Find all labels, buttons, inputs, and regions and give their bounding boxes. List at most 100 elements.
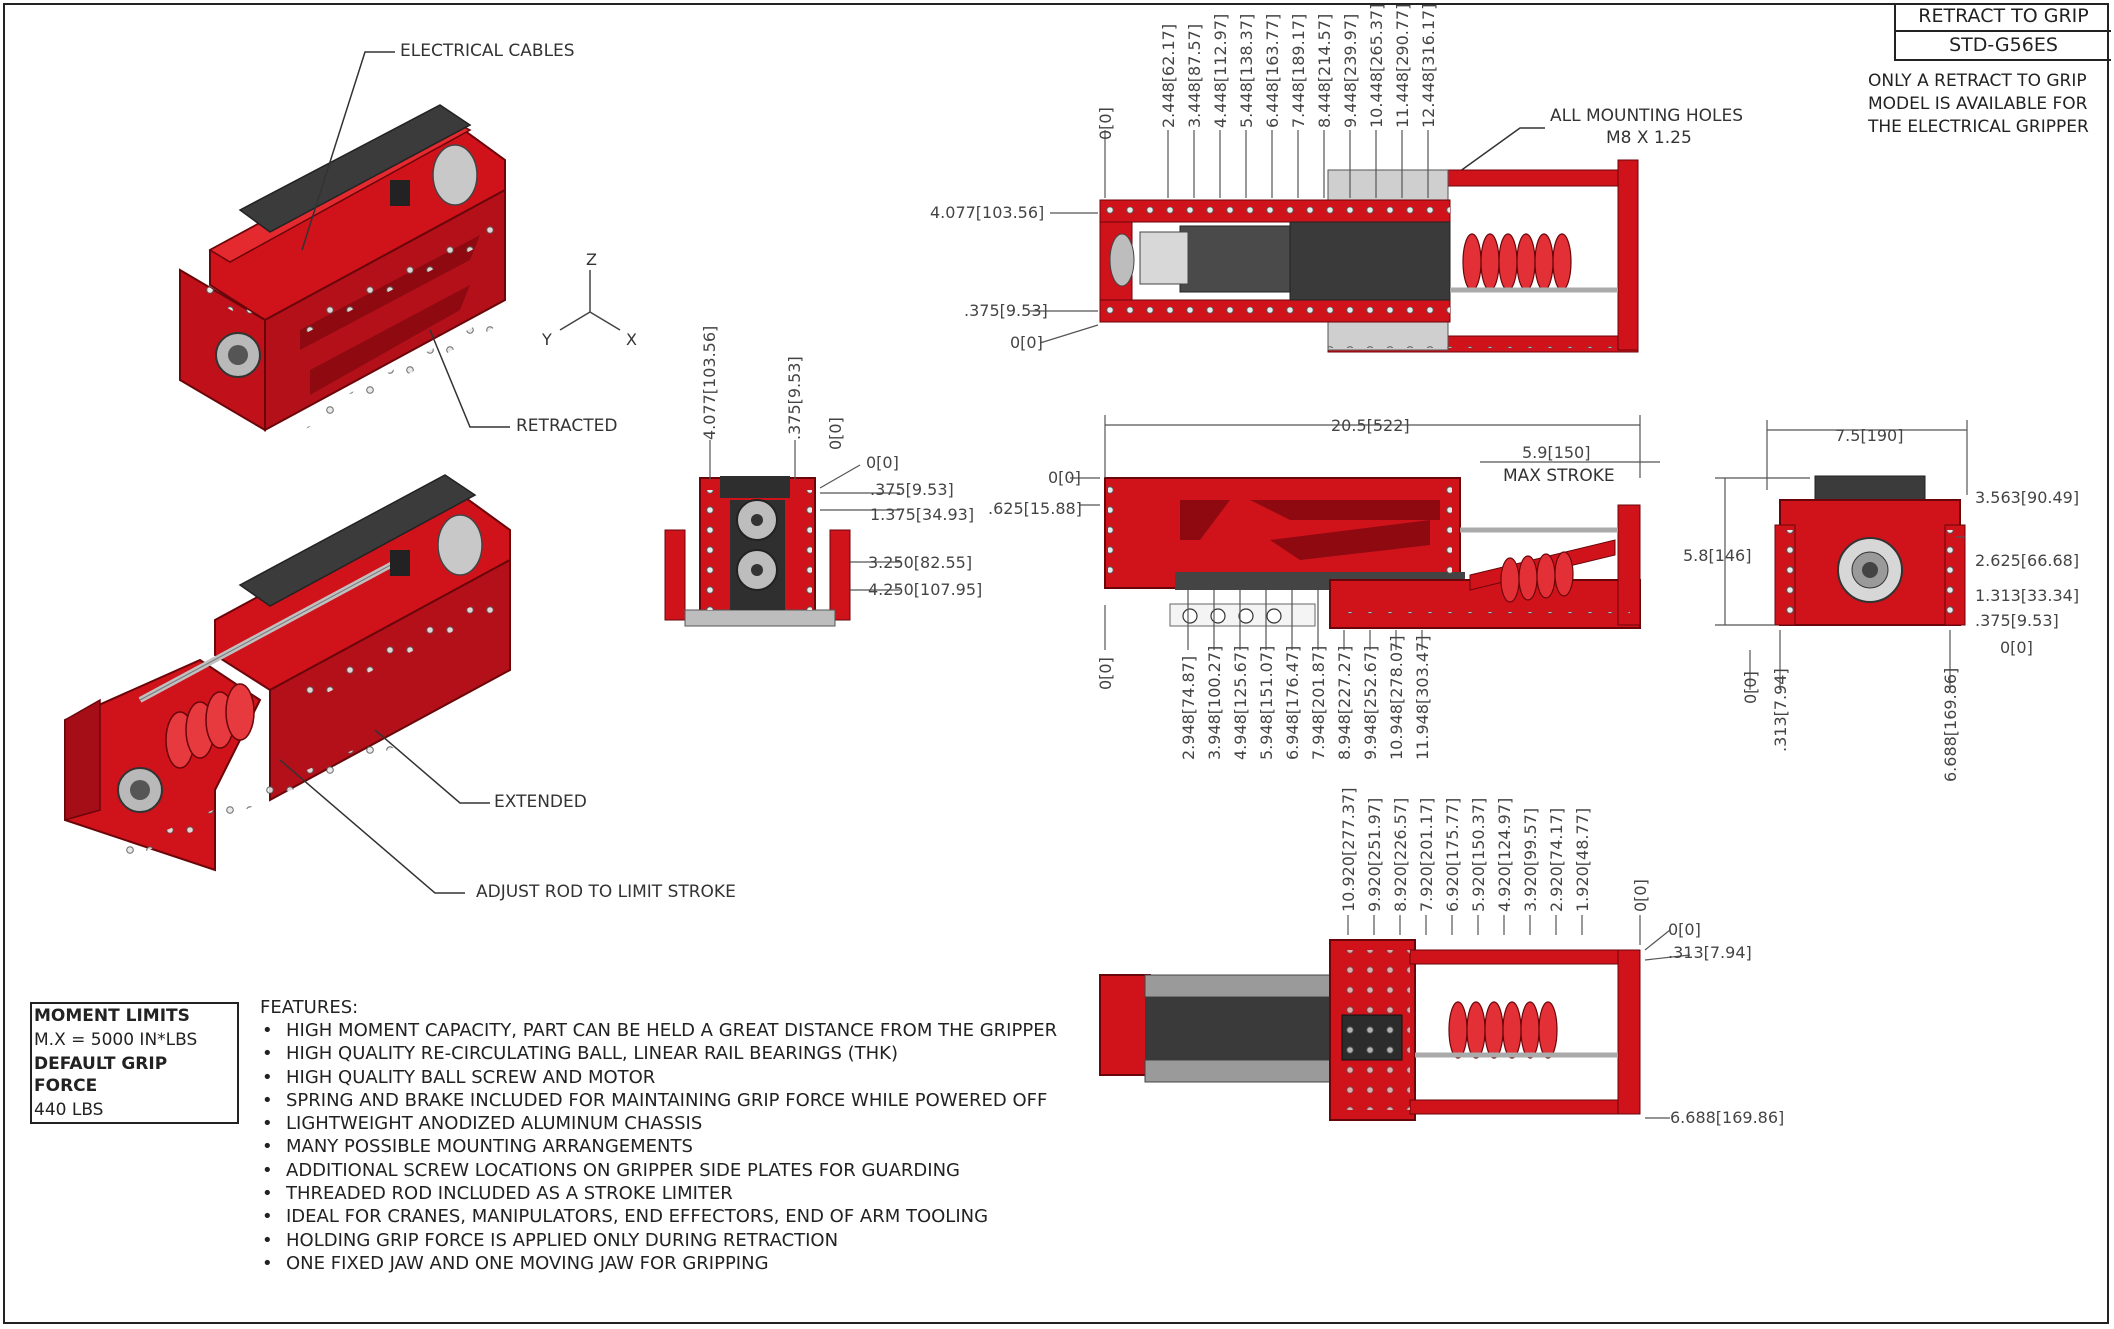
dim-right-r-1: 2.625[66.68] — [1975, 551, 2080, 570]
moment-limits-value: M.X = 5000 IN*LBS — [34, 1030, 198, 1050]
axis-z-label: Z — [586, 250, 597, 269]
dim-side-stroke: 5.9[150] — [1522, 443, 1591, 462]
feature-item: LIGHTWEIGHT ANODIZED ALUMINUM CHASSIS — [260, 1112, 1100, 1136]
dim-right-b-1: .313[7.94] — [1771, 668, 1790, 752]
title-part-number: STD-G56ES — [1949, 34, 2058, 56]
dim-end-v-1: 4.077[103.56] — [700, 325, 719, 440]
dim-right-width: 7.5[190] — [1835, 426, 1904, 445]
dim-bottom-t-4: 6.920[175.77] — [1443, 797, 1462, 912]
feature-item: ADDITIONAL SCREW LOCATIONS ON GRIPPER SI… — [260, 1159, 1100, 1183]
dim-top-0: 0[0] — [1096, 107, 1115, 140]
callout-extended: EXTENDED — [494, 792, 587, 812]
dim-top-3: 4.448[112.97] — [1211, 13, 1230, 128]
dim-end-r-2: 1.375[34.93] — [870, 505, 975, 524]
dim-side-b-6: 8.948[227.27] — [1335, 645, 1354, 760]
dim-end-r-0: 0[0] — [866, 453, 899, 472]
dim-side-b-4: 6.948[176.47] — [1283, 645, 1302, 760]
dim-bottom-t-5: 5.920[150.37] — [1469, 797, 1488, 912]
dim-bottom-t-2: 8.920[226.57] — [1391, 797, 1410, 912]
dim-right-r-2: 1.313[33.34] — [1975, 586, 2080, 605]
dim-top-1: 2.448[62.17] — [1159, 23, 1178, 128]
dim-bottom-t-1: 9.920[251.97] — [1365, 797, 1384, 912]
dim-top-4: 5.448[138.37] — [1237, 13, 1256, 128]
dim-right-r-3: .375[9.53] — [1975, 611, 2059, 630]
dim-bottom-r-0: 0[0] — [1668, 920, 1701, 939]
dim-bottom-r-1: .313[7.94] — [1668, 943, 1752, 962]
callout-retracted: RETRACTED — [516, 416, 618, 436]
drawing-frame — [3, 3, 2109, 1324]
axis-y-label: Y — [541, 330, 552, 349]
callout-electrical-cables: ELECTRICAL CABLES — [400, 41, 575, 61]
features-list: FEATURES: HIGH MOMENT CAPACITY, PART CAN… — [260, 996, 1100, 1276]
axis-triad — [559, 270, 621, 331]
dim-top-10: 11.448[290.77] — [1393, 3, 1412, 128]
feature-item: ONE FIXED JAW AND ONE MOVING JAW FOR GRI… — [260, 1252, 1100, 1276]
dim-end-r-3: 3.250[82.55] — [868, 553, 973, 572]
dim-top-left-2: .375[9.53] — [964, 301, 1048, 320]
moment-limits-heading: MOMENT LIMITS — [34, 1006, 190, 1026]
dim-side-overall: 20.5[522] — [1331, 416, 1410, 435]
dim-bottom-t-10: 0[0] — [1631, 879, 1650, 912]
moment-limits-box: MOMENT LIMITS M.X = 5000 IN*LBS DEFAULT … — [30, 1002, 239, 1124]
dim-top-8: 9.448[239.97] — [1341, 13, 1360, 128]
dim-side-b-2: 4.948[125.67] — [1231, 645, 1250, 760]
dim-right-height: 5.8[146] — [1683, 546, 1752, 565]
iso-retracted-view — [179, 104, 506, 432]
dim-bottom-t-0: 10.920[277.37] — [1339, 787, 1358, 912]
dim-bottom-t-6: 4.920[124.97] — [1495, 797, 1514, 912]
dim-top-left-3: 0[0] — [1010, 333, 1043, 352]
model-note: ONLY A RETRACT TO GRIP MODEL IS AVAILABL… — [1868, 71, 2089, 137]
grip-force-heading: DEFAULT GRIP FORCE — [34, 1054, 168, 1096]
right-view — [1774, 475, 1966, 626]
dim-end-r-4: 4.250[107.95] — [868, 580, 983, 599]
dim-top-5: 6.448[163.77] — [1263, 13, 1282, 128]
dim-side-b-5: 7.948[201.87] — [1309, 645, 1328, 760]
dim-top-9: 10.448[265.37] — [1367, 3, 1386, 128]
dim-top-6: 7.448[189.17] — [1289, 13, 1308, 128]
dim-bottom-t-7: 3.920[99.57] — [1521, 807, 1540, 912]
dim-side-b-8: 10.948[278.07] — [1387, 635, 1406, 760]
dim-end-v-3: 0[0] — [826, 417, 845, 450]
dim-top-left-1: 4.077[103.56] — [930, 203, 1045, 222]
feature-item: HIGH QUALITY RE-CIRCULATING BALL, LINEAR… — [260, 1042, 1100, 1066]
feature-item: HOLDING GRIP FORCE IS APPLIED ONLY DURIN… — [260, 1229, 1100, 1253]
dim-bottom-t-9: 1.920[48.77] — [1573, 807, 1592, 912]
dim-side-left-1: .625[15.88] — [988, 499, 1082, 518]
dim-bottom-r-2: 6.688[169.86] — [1670, 1108, 1785, 1127]
dim-right-r-4: 0[0] — [2000, 638, 2033, 657]
grip-force-value: 440 LBS — [34, 1100, 104, 1120]
dim-right-b-2: 6.688[169.86] — [1941, 667, 1960, 782]
dim-top-7: 8.448[214.57] — [1315, 13, 1334, 128]
feature-item: IDEAL FOR CRANES, MANIPULATORS, END EFFE… — [260, 1205, 1100, 1229]
feature-item: THREADED ROD INCLUDED AS A STROKE LIMITE… — [260, 1182, 1100, 1206]
dim-end-r-1: .375[9.53] — [870, 480, 954, 499]
dim-side-left-0: 0[0] — [1048, 468, 1081, 487]
features-title: FEATURES: — [260, 997, 359, 1018]
top-view — [1099, 159, 1639, 353]
dim-top-2: 3.448[87.57] — [1185, 23, 1204, 128]
callout-mounting-thread: M8 X 1.25 — [1606, 128, 1692, 148]
dim-side-b-0: 2.948[74.87] — [1179, 655, 1198, 760]
dim-side-b-9: 11.948[303.47] — [1413, 635, 1432, 760]
end-view — [664, 476, 851, 627]
callout-max-stroke: MAX STROKE — [1503, 466, 1615, 486]
dim-side-b-7: 9.948[252.67] — [1361, 645, 1380, 760]
dim-bottom-t-8: 2.920[74.17] — [1547, 807, 1566, 912]
axis-x-label: X — [626, 330, 637, 349]
dim-bottom-t-3: 7.920[201.17] — [1417, 797, 1436, 912]
callout-mounting-holes: ALL MOUNTING HOLES — [1550, 106, 1744, 126]
feature-item: HIGH QUALITY BALL SCREW AND MOTOR — [260, 1066, 1100, 1090]
feature-item: HIGH MOMENT CAPACITY, PART CAN BE HELD A… — [260, 1019, 1100, 1043]
dim-side-b-1: 3.948[100.27] — [1205, 645, 1224, 760]
bottom-view — [1099, 939, 1641, 1121]
title-retract-to-grip: RETRACT TO GRIP — [1896, 3, 2111, 32]
dim-top-11: 12.448[316.17] — [1419, 3, 1438, 128]
title-block: RETRACT TO GRIP STD-G56ES — [1894, 3, 2111, 61]
side-view — [1104, 477, 1641, 629]
dim-side-b-3: 5.948[151.07] — [1257, 645, 1276, 760]
dim-right-r-0: 3.563[90.49] — [1975, 488, 2080, 507]
callout-adjust-rod: ADJUST ROD TO LIMIT STROKE — [476, 882, 736, 902]
iso-extended-view — [64, 474, 511, 872]
dim-end-v-2: .375[9.53] — [785, 356, 804, 440]
